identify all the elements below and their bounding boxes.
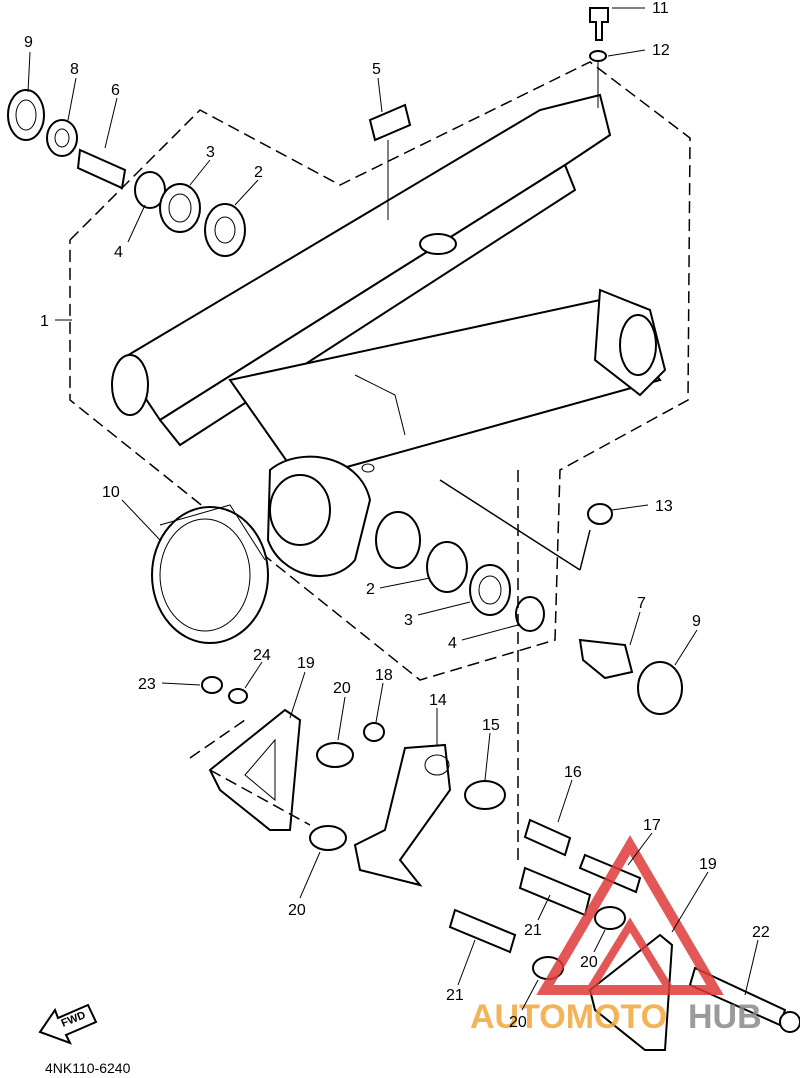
callout-label: 19	[297, 655, 315, 672]
callout-label: 20	[288, 902, 306, 919]
callout-label: 6	[111, 82, 120, 99]
part-4-collar-r	[515, 596, 545, 632]
part-13-cap	[587, 503, 613, 525]
callout-label: 4	[114, 244, 123, 261]
callout-label: 19	[699, 856, 717, 873]
fwd-arrow: FWD	[38, 1003, 98, 1045]
document-code: 4NK110-6240	[45, 1060, 131, 1076]
part-16-pin	[523, 818, 572, 857]
part-12-washer	[589, 50, 607, 62]
callout-label: 5	[372, 61, 381, 78]
leader-lines	[27, 7, 759, 1011]
part-8-nut	[46, 119, 78, 157]
parts-left-bearing-group	[7, 89, 246, 257]
watermark-text-a: AUTOMOTO	[470, 998, 667, 1036]
callout-labels: 9 8 6 3 2 4 1 5 11 12 10 13 2 3 4 7 9 23…	[24, 0, 770, 1031]
callout-label: 12	[652, 42, 670, 59]
callout-label: 2	[254, 164, 263, 181]
part-20-collar-b	[309, 825, 347, 851]
part-21-pin-b	[518, 866, 592, 917]
watermark-text-b: HUB	[688, 998, 762, 1036]
callout-label: 23	[138, 676, 156, 693]
callout-label: 22	[752, 924, 770, 941]
part-11-bolt	[589, 7, 609, 41]
part-6-shaft	[76, 148, 127, 190]
part-5-cover	[368, 103, 412, 220]
callout-label: 3	[404, 612, 413, 629]
callout-label: 11	[652, 0, 669, 17]
part-23-nut	[201, 676, 223, 694]
part-19-plate	[208, 708, 302, 831]
parts-top-bolt	[589, 7, 609, 108]
callout-label: 4	[448, 635, 457, 652]
assembly-boundary	[69, 61, 691, 681]
callout-label: 21	[524, 922, 542, 939]
parts-right-bearing-group	[426, 479, 683, 715]
callout-label: 9	[692, 613, 701, 630]
callout-label: 10	[102, 484, 120, 501]
part-14-arm	[353, 743, 452, 887]
callout-label: 20	[580, 954, 598, 971]
part-15-collar	[464, 780, 506, 810]
part-18-nut	[363, 722, 385, 742]
callout-label: 14	[429, 692, 447, 709]
callout-label: 20	[509, 1014, 527, 1031]
part-21-pin-a	[448, 908, 517, 954]
callout-label: 20	[333, 680, 351, 697]
part-2-bearing	[204, 203, 246, 257]
callout-label: 9	[24, 34, 33, 51]
callout-label: 24	[253, 647, 271, 664]
part-3-seal	[159, 183, 201, 233]
callout-label: 1	[40, 313, 49, 330]
callout-label: 21	[446, 987, 464, 1004]
callout-label: 18	[375, 667, 393, 684]
callout-label: 15	[482, 717, 500, 734]
callout-label: 16	[564, 764, 582, 781]
part-10-ring	[151, 504, 269, 644]
part-24-washer	[228, 688, 248, 704]
callout-label: 17	[643, 817, 661, 834]
part-9-cap	[637, 661, 683, 715]
callout-label: 8	[70, 61, 79, 78]
swingarm-body	[111, 93, 667, 577]
part-9-seal	[7, 89, 45, 141]
callout-label: 3	[206, 144, 215, 161]
part-20-collar-a	[316, 742, 354, 768]
callout-label: 2	[366, 581, 375, 598]
callout-label: 7	[637, 595, 646, 612]
part-2-bearing-r	[426, 541, 468, 593]
part-4-collar	[134, 171, 166, 209]
part-7-bolt	[578, 638, 634, 680]
callout-label: 13	[655, 498, 673, 515]
watermark: AUTOMOTO HUB	[470, 835, 762, 1036]
part-20-collar-c	[594, 906, 626, 930]
part-3-seal-r	[469, 564, 511, 616]
